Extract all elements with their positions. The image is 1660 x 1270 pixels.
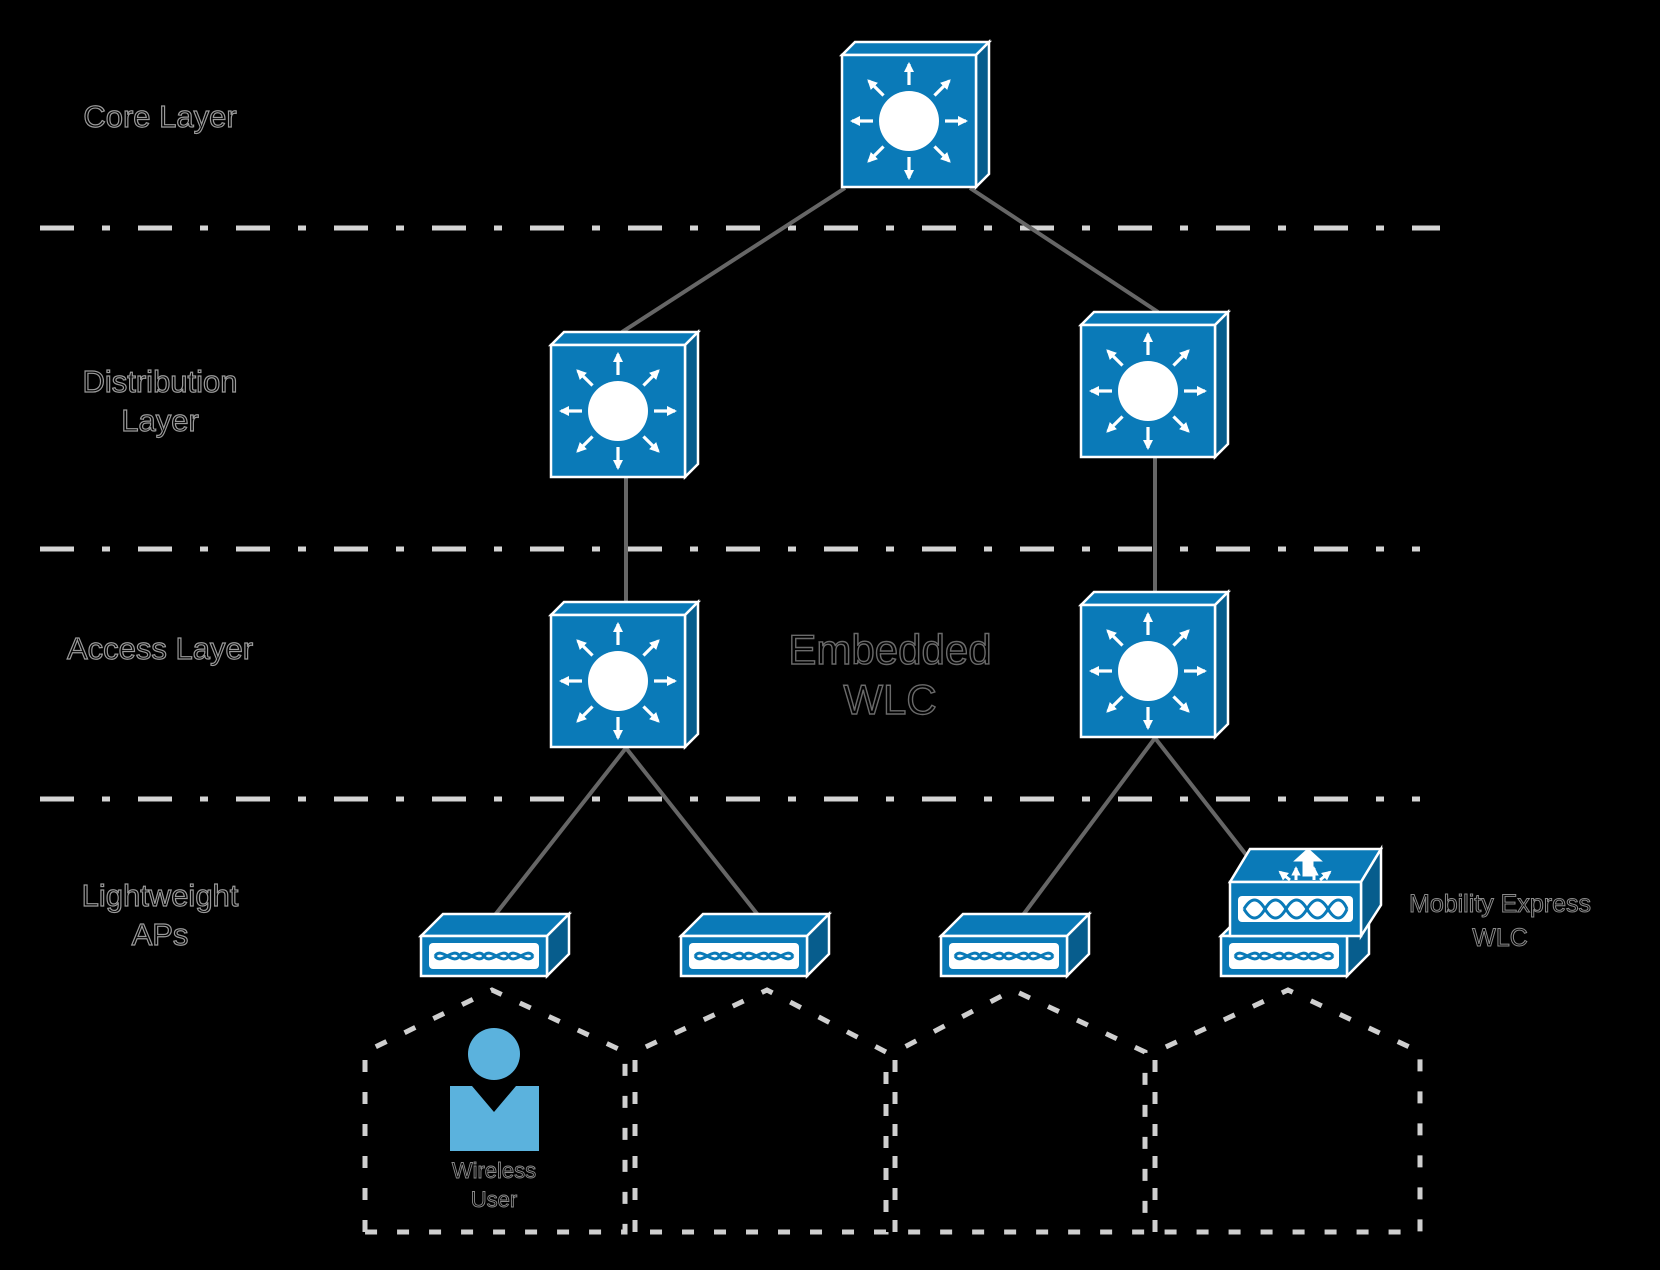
coverage-cell-4 [1152, 987, 1423, 1235]
distribution-switch-left-icon [547, 328, 702, 481]
distribution-layer-label-line2: Layer [121, 403, 199, 438]
distribution-layer-label-line1: Distribution [82, 364, 237, 399]
layer-dividers [40, 225, 1440, 802]
core-switch-icon [838, 38, 993, 191]
access-points [417, 910, 1373, 980]
mobility-express-label-line1: Mobility Express [1409, 890, 1591, 918]
access-point-3-icon [937, 910, 1093, 980]
coverage-cells [362, 987, 1423, 1235]
coverage-cell-2 [632, 987, 889, 1235]
link-access-ap1 [493, 746, 628, 917]
layer-labels: Core Layer Distribution Layer Access Lay… [66, 98, 253, 952]
embedded-wlc-label-line2: WLC [843, 676, 936, 723]
link-core-dist-right [968, 186, 1160, 314]
link-access-me [1153, 736, 1260, 872]
wireless-user-label-line2: User [471, 1187, 517, 1212]
links [493, 186, 1260, 917]
coverage-cell-1 [362, 987, 628, 1235]
wireless-user-label-line1: Wireless [452, 1158, 536, 1183]
access-point-1-icon [417, 910, 573, 980]
mobility-express-label-line2: WLC [1472, 924, 1528, 952]
switches [547, 38, 1232, 751]
link-core-dist-left [620, 186, 847, 334]
access-switch-right-icon [1077, 588, 1232, 741]
access-layer-label: Access Layer [67, 631, 253, 666]
access-point-2-icon [677, 910, 833, 980]
distribution-switch-right-icon [1077, 308, 1232, 461]
link-access-ap3 [1021, 736, 1157, 917]
coverage-cell-3 [892, 987, 1148, 1235]
lightweight-aps-label-line1: Lightweight [82, 878, 239, 913]
core-layer-label: Core Layer [83, 99, 236, 134]
access-switch-left-icon [547, 598, 702, 751]
wireless-user-icon [450, 1028, 539, 1151]
link-access-ap2 [624, 746, 760, 917]
mobility-express-wlc-icon [1227, 844, 1384, 941]
lightweight-aps-label-line2: APs [132, 917, 189, 952]
embedded-wlc-label-line1: Embedded [788, 626, 991, 673]
